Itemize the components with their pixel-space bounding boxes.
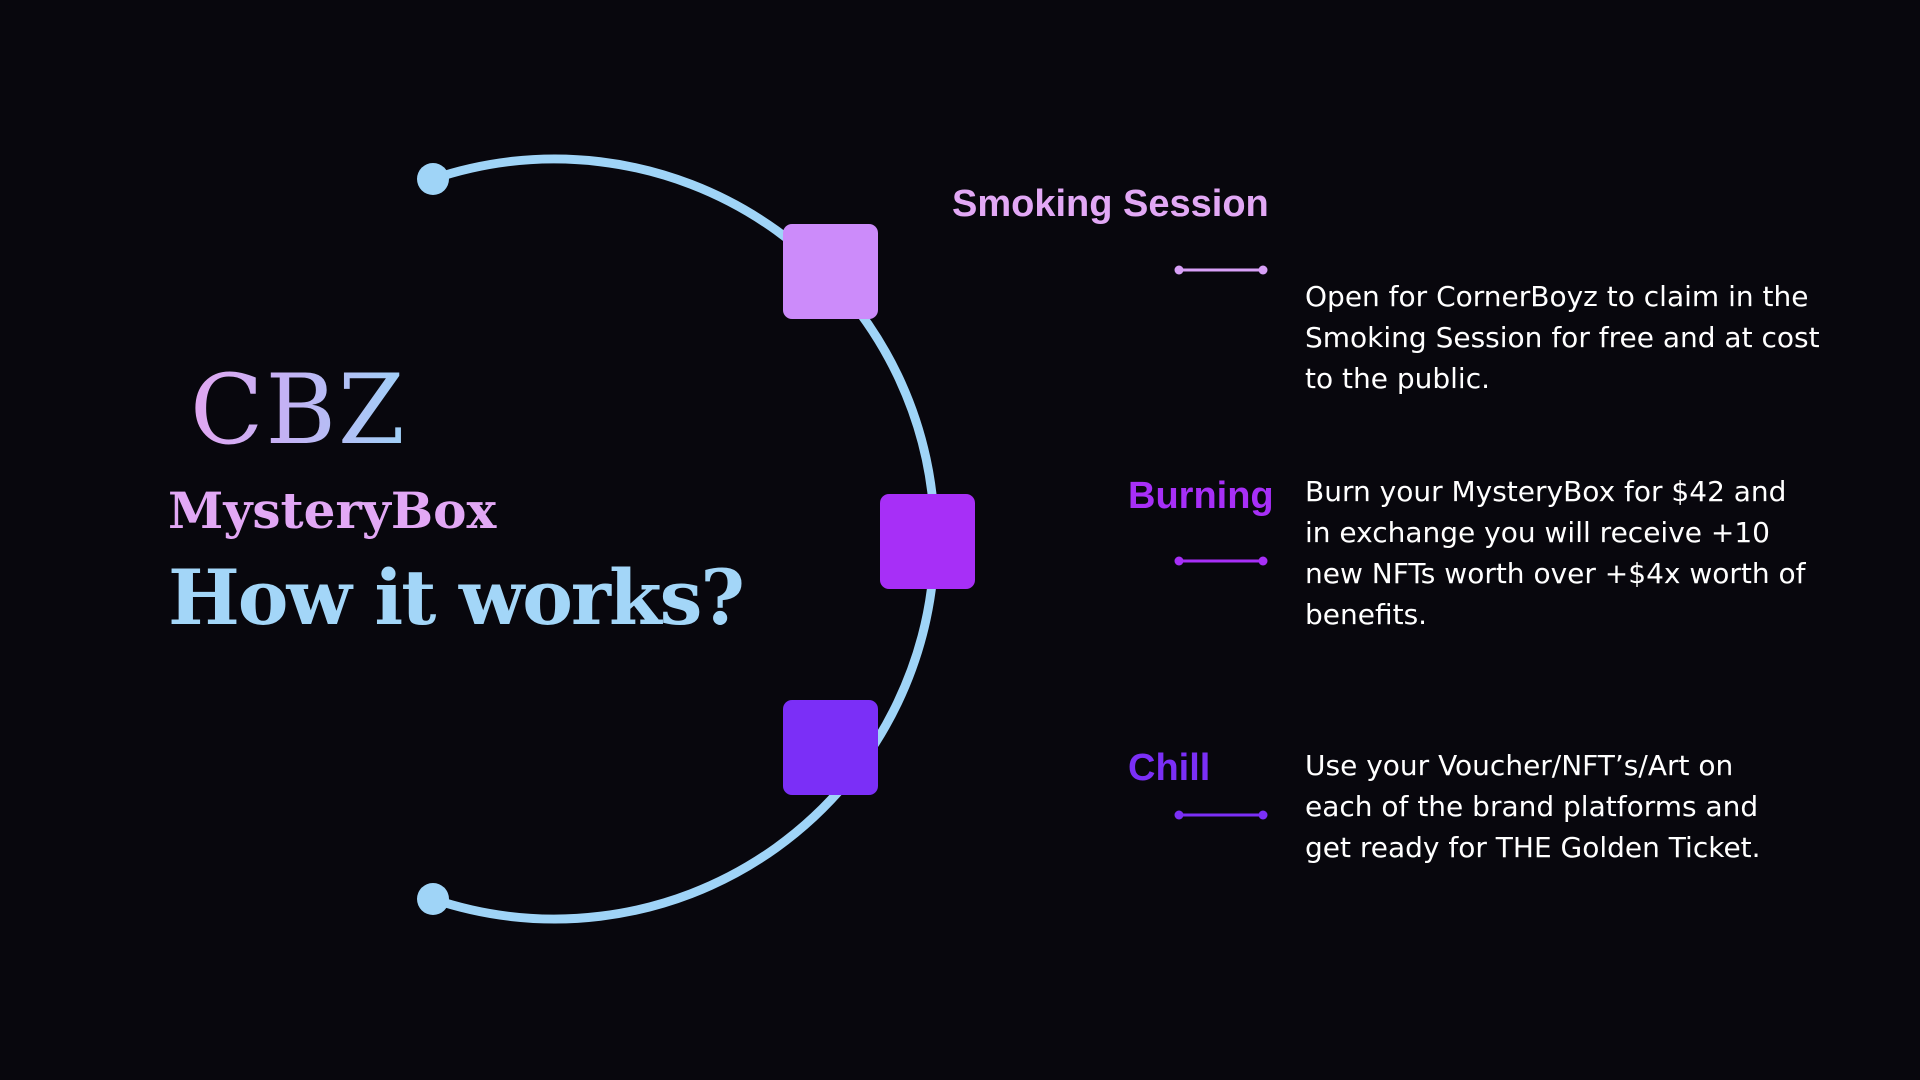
step-1-description: Open for CornerBoyz to claim in the Smok… xyxy=(1305,280,1820,395)
step-1-title: Smoking Session xyxy=(952,183,1269,225)
step-2-description: Burn your MysteryBox for $42 and in exch… xyxy=(1305,475,1806,631)
step-1-node xyxy=(783,224,878,319)
arc-start-dot xyxy=(417,163,449,195)
step-2-connector xyxy=(1174,556,1268,566)
page-title: How it works? xyxy=(168,553,745,642)
step-3-title: Chill xyxy=(1128,747,1211,789)
step-1-connector xyxy=(1174,265,1268,275)
step-3-node xyxy=(783,700,878,795)
step-3-description: Use your Voucher/NFT’s/Art on each of th… xyxy=(1305,749,1761,864)
step-2-node xyxy=(880,494,975,589)
step-2-title: Burning xyxy=(1128,475,1274,517)
arc-end-dot xyxy=(417,883,449,915)
step-3-connector xyxy=(1174,810,1268,820)
brand-logo: CBZ xyxy=(190,354,407,466)
subtitle: MysteryBox xyxy=(168,481,497,540)
